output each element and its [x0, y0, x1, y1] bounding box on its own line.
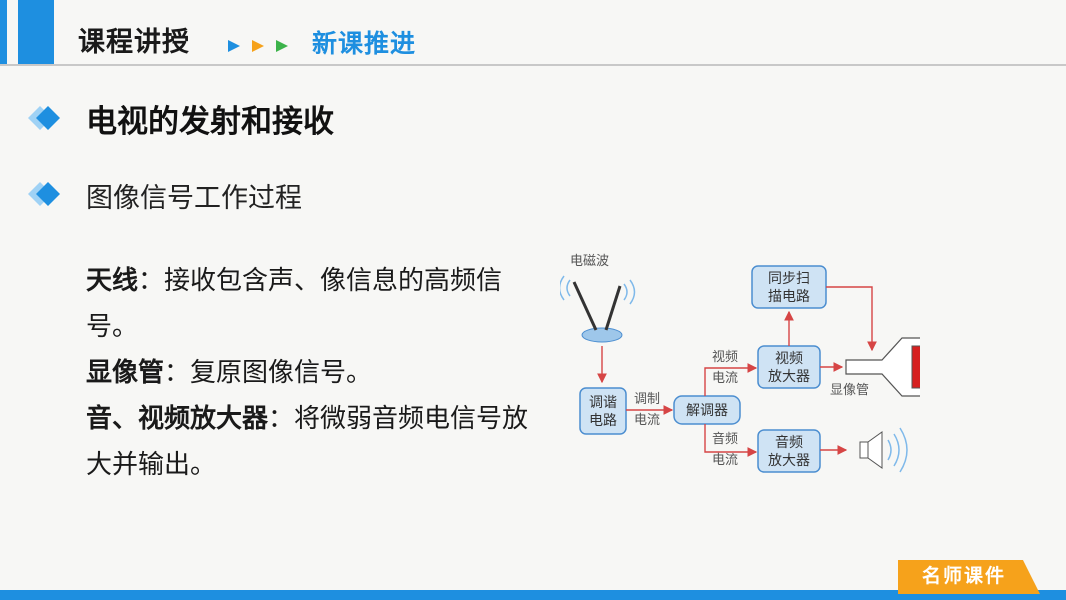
- section-title: 电视的发射和接收: [86, 104, 334, 140]
- section-diamond-icon: [28, 106, 60, 130]
- sync-label-1: 同步扫: [768, 271, 810, 287]
- item-crt-term: 显像管: [86, 358, 165, 388]
- tv-receiver-diagram: 电磁波 调谐 电路 调制 电流 解调器 视频 电流 视频 放大器 同步扫 描电路…: [560, 254, 920, 473]
- item-amplifier: 音、视频放大器：将微弱音频电信号放大并输出。: [86, 396, 536, 488]
- demodulator-label: 解调器: [686, 403, 728, 419]
- wave-label: 电磁波: [570, 254, 609, 269]
- video-amp-label-1: 视频: [775, 351, 803, 367]
- demodulator-box: [673, 395, 741, 425]
- item-antenna-term: 天线: [86, 266, 139, 296]
- video-current-label-1: 视频: [712, 350, 738, 365]
- header-arrows-icon: [228, 40, 288, 52]
- crt-letter: A: [919, 355, 920, 382]
- sync-label-2: 描电路: [768, 289, 810, 305]
- item-crt: 显像管：复原图像信号。: [86, 350, 536, 396]
- antenna-icon: [560, 275, 636, 343]
- header-title: 课程讲授: [78, 27, 190, 58]
- footer-badge: [898, 560, 1040, 594]
- item-amplifier-term: 音、视频放大器: [86, 404, 269, 434]
- footer-band: [0, 590, 1066, 600]
- subsection-diamond-icon: [28, 182, 60, 206]
- arrow-orange-icon: [252, 40, 264, 52]
- video-current-label-2: 电流: [712, 371, 738, 386]
- audio-amp-label-1: 音频: [775, 434, 803, 451]
- item-amplifier-desc: ：将微弱音频电信号放大并输出。: [86, 404, 529, 480]
- item-antenna-desc: ：接收包含声、像信息的高频信号。: [86, 266, 503, 342]
- tuner-box: [579, 387, 627, 435]
- arrow-blue-icon: [228, 40, 240, 52]
- audio-amp-label-2: 放大器: [768, 453, 810, 469]
- mod-current-label-2: 电流: [634, 413, 660, 428]
- crt-icon: A: [845, 337, 920, 397]
- video-amp-label-2: 放大器: [768, 369, 810, 385]
- audio-current-label-1: 音频: [712, 431, 738, 447]
- crt-label: 显像管: [830, 383, 869, 398]
- body-text: 天线：接收包含声、像信息的高频信号。 显像管：复原图像信号。 音、视频放大器：将…: [86, 258, 536, 488]
- tuner-label-2: 电路: [589, 413, 617, 429]
- item-crt-desc: ：复原图像信号。: [164, 358, 373, 388]
- arrow-green-icon: [276, 40, 288, 52]
- mod-current-label-1: 调制: [634, 392, 660, 407]
- header-divider: [0, 64, 1066, 66]
- header-accent-bar-wide: [18, 0, 54, 66]
- audio-amp-box: [757, 429, 821, 473]
- footer-badge-text: 名师课件: [921, 565, 1006, 587]
- item-antenna: 天线：接收包含声、像信息的高频信号。: [86, 258, 536, 350]
- header-accent-bar-thin: [0, 0, 7, 66]
- header-subtitle: 新课推进: [312, 29, 417, 58]
- subsection-title: 图像信号工作过程: [86, 183, 302, 214]
- speaker-icon: [859, 427, 908, 473]
- tuner-label-1: 调谐: [589, 395, 617, 411]
- audio-current-label-2: 电流: [712, 453, 738, 468]
